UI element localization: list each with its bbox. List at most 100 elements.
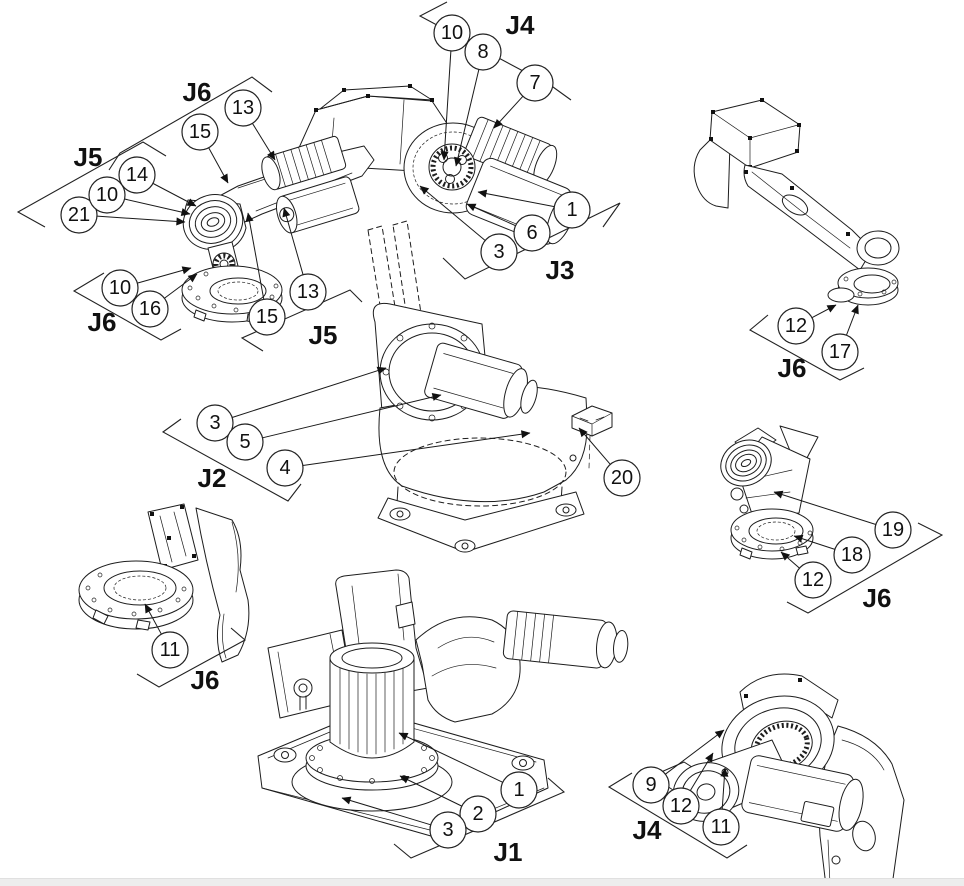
- leader-line: [164, 273, 198, 299]
- callout-number: 20: [611, 467, 633, 489]
- callout-number: 1: [513, 779, 524, 801]
- leader-line: [245, 212, 265, 300]
- j4-detail-view: [651, 673, 905, 886]
- callout-balloon: [151, 631, 189, 669]
- callout-number: 4: [279, 457, 290, 479]
- callout-number: 19: [882, 519, 904, 541]
- callout-balloon: [603, 459, 641, 497]
- base-flange-bolts: [309, 745, 435, 784]
- callout-balloon: [429, 811, 467, 849]
- callout-number: 12: [785, 315, 807, 337]
- leader-line: [793, 534, 836, 550]
- callout-balloon: [702, 808, 740, 846]
- leader-line: [341, 796, 431, 826]
- callout-number: 15: [189, 121, 211, 143]
- joint-label: J6: [88, 307, 117, 337]
- wrist-detail-left-view: [78, 503, 250, 663]
- group-bracket: [161, 418, 302, 502]
- callout-number: 11: [711, 816, 732, 838]
- callout-number: 10: [96, 184, 118, 206]
- leader-line: [466, 203, 516, 227]
- callout-balloon: [433, 14, 471, 52]
- callout-number: 13: [297, 281, 319, 303]
- leader-line: [144, 603, 162, 635]
- leader-line: [398, 732, 503, 783]
- joint-label: J1: [494, 837, 523, 867]
- callout-number: 3: [209, 412, 220, 434]
- group-bracket: [240, 289, 363, 352]
- robot-forearm-left: [181, 135, 375, 324]
- callout-balloon: [101, 269, 139, 307]
- callout-balloon: [196, 404, 234, 442]
- leader-line: [137, 266, 192, 284]
- leader-line: [302, 430, 531, 466]
- leader-line: [665, 729, 725, 775]
- joint-label: J5: [309, 320, 338, 350]
- callout-balloon: [833, 536, 871, 574]
- callout-balloon: [459, 795, 497, 833]
- leader-line: [845, 304, 859, 336]
- leader-line: [720, 767, 729, 810]
- callout-balloon: [794, 561, 832, 599]
- leader-line: [493, 95, 524, 129]
- callout-balloon: [516, 64, 554, 102]
- callout-balloon: [131, 290, 169, 328]
- callout-balloon: [464, 33, 502, 71]
- callout-number: 11: [160, 639, 181, 661]
- callout-balloon: [226, 423, 264, 461]
- joint-label: J6: [778, 353, 807, 383]
- leader-line: [262, 393, 442, 439]
- leader-line: [231, 366, 387, 418]
- leader-line: [152, 182, 197, 207]
- callout-number: 14: [126, 164, 148, 186]
- joint-label: J4: [506, 10, 535, 40]
- callout-balloon: [553, 191, 591, 229]
- joint-label: J5: [74, 142, 103, 172]
- joint-label: J4: [633, 815, 662, 845]
- callout-balloon: [266, 449, 304, 487]
- robot-forearm-top-right-view: [693, 98, 900, 306]
- callout-number: 10: [441, 22, 463, 44]
- callout-balloon: [480, 233, 518, 271]
- callout-balloon: [88, 176, 126, 214]
- leader-line: [124, 198, 191, 217]
- callout-number: 1: [566, 199, 577, 221]
- leader-line: [282, 207, 304, 275]
- leader-line: [208, 147, 229, 184]
- callout-number: 9: [645, 774, 656, 796]
- leader-line: [440, 50, 452, 161]
- callout-number: 10: [109, 277, 131, 299]
- callout-number: 3: [442, 819, 453, 841]
- group-bracket: [108, 76, 273, 171]
- leader-line: [399, 775, 463, 807]
- leader-line: [773, 490, 877, 526]
- callout-number: 17: [829, 341, 851, 363]
- callout-number: 6: [526, 222, 537, 244]
- callout-number: 7: [529, 72, 540, 94]
- callout-number: 13: [232, 97, 254, 119]
- callout-number: 21: [68, 204, 90, 226]
- callout-number: 2: [472, 803, 483, 825]
- joint-label: J2: [198, 463, 227, 493]
- flange-bolt-dots: [85, 572, 187, 617]
- callout-number: 12: [802, 569, 824, 591]
- callout-balloon: [777, 307, 815, 345]
- joint-label: J6: [191, 665, 220, 695]
- callout-balloon: [632, 766, 670, 804]
- leader-line: [252, 123, 276, 161]
- group-bracket: [607, 772, 748, 859]
- callout-number: 18: [841, 544, 863, 566]
- callout-group-item-20: 20: [578, 427, 641, 497]
- callout-number: 3: [493, 241, 504, 263]
- leader-line: [477, 189, 555, 208]
- leader-line: [689, 752, 714, 791]
- group-bracket: [786, 522, 944, 614]
